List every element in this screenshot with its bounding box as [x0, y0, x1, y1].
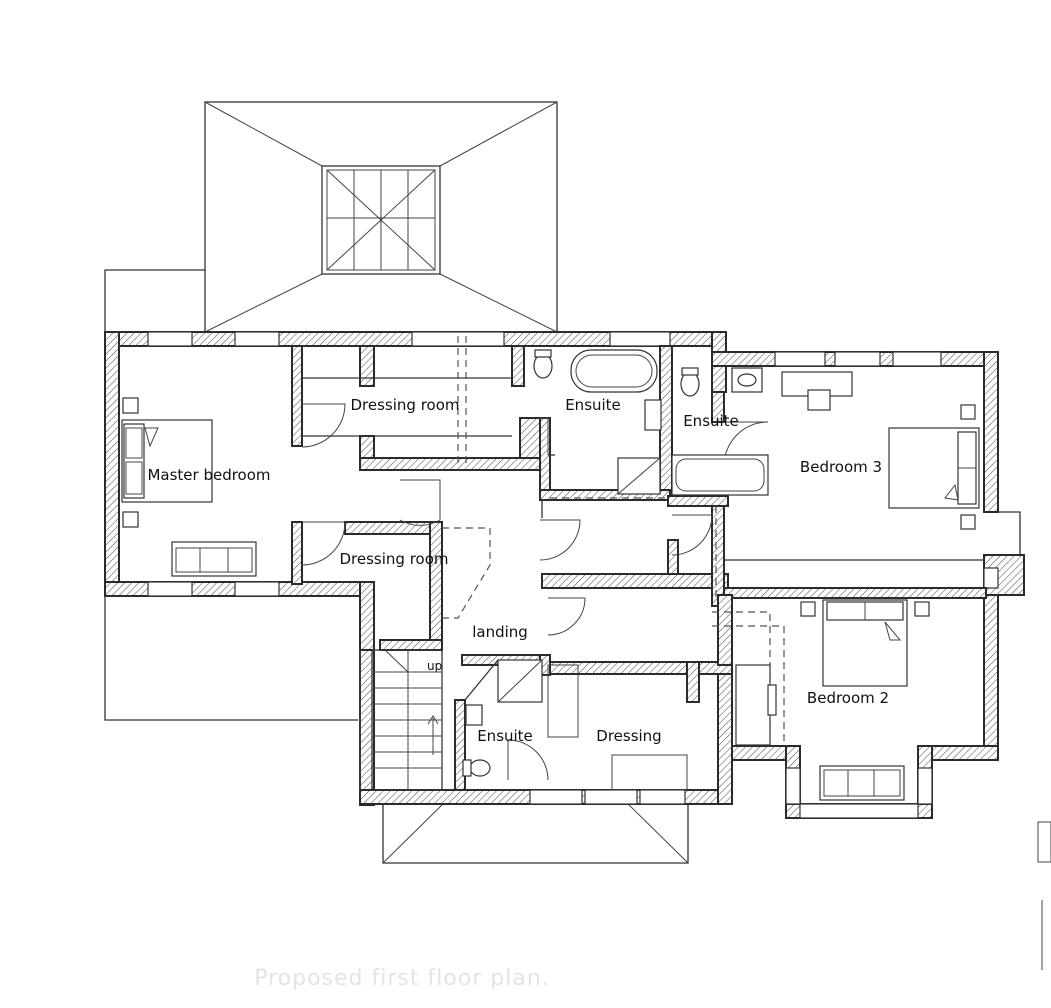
room-labels: Master bedroom Dressing room Ensuite Ens… [147, 396, 889, 745]
room-label-landing: landing [472, 623, 528, 641]
bedroom-2-furniture [735, 599, 930, 801]
partitions [302, 377, 984, 791]
plan-caption: Proposed first floor plan. [254, 966, 550, 991]
room-label-master-bedroom: Master bedroom [147, 466, 270, 484]
room-label-ensuite-2: Ensuite [683, 412, 739, 430]
room-label-ensuite-3: Ensuite [477, 727, 533, 745]
edge-marks [1037, 821, 1051, 970]
master-bedroom-furniture [121, 397, 257, 577]
windows [147, 331, 999, 819]
ensuite-2-fixtures [671, 367, 769, 496]
doors [301, 403, 769, 781]
dashed-lines [442, 336, 785, 746]
room-label-bedroom-3: Bedroom 3 [800, 458, 882, 476]
front-roof [382, 801, 689, 864]
ensuite-1-fixtures [533, 349, 662, 495]
ensuite-3-fixtures [462, 659, 543, 777]
internal-walls [291, 345, 987, 791]
staircase [359, 649, 443, 791]
room-label-dressing-room-top: Dressing room [350, 396, 459, 414]
bay-roof-right [998, 511, 1021, 556]
roof-lantern [321, 165, 441, 275]
room-label-dressing-room-bottom: Dressing room [339, 550, 448, 568]
room-label-dressing: Dressing [596, 727, 661, 745]
stair-up-label: up [427, 659, 442, 673]
room-label-bedroom-2: Bedroom 2 [807, 689, 889, 707]
lower-roof-left [104, 269, 358, 721]
room-label-ensuite-1: Ensuite [565, 396, 621, 414]
bedroom-3-furniture [781, 371, 980, 530]
